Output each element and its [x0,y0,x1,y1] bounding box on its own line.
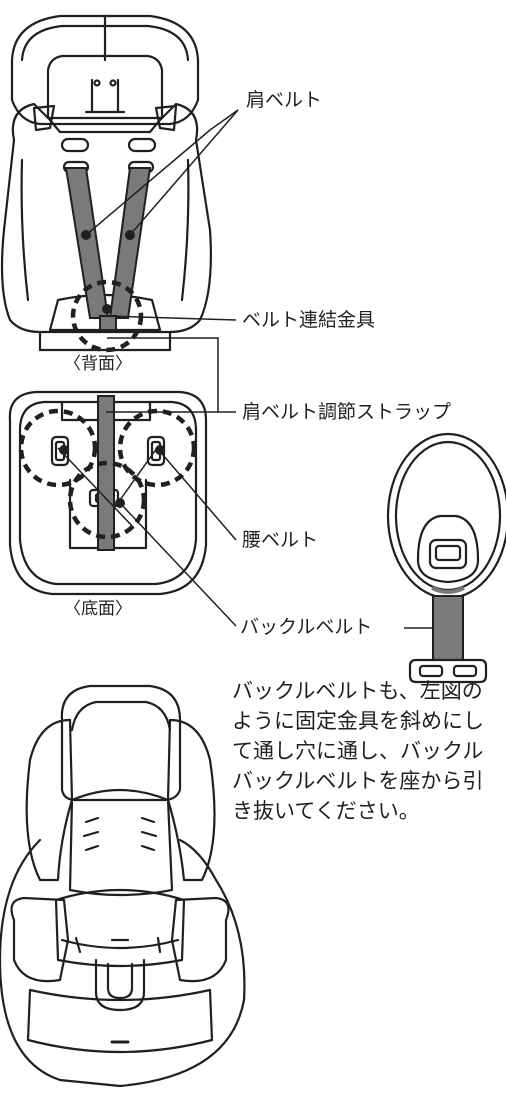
instruction-line: て通し穴に通し、バックル [232,739,484,763]
label-belt-connector: ベルト連結金具 [242,309,376,331]
instruction-line: バックルベルトを座から引 [232,769,484,793]
label-buckle-belt: バックルベルト [240,616,373,638]
label-lap-belt: 腰ベルト [242,529,319,551]
instruction-line: き抜いてください。 [232,799,420,823]
instruction-line: バックルベルトも、左図の [232,679,483,703]
instruction-line: ように固定金具を斜めにし [232,709,484,733]
buckle-detail [386,432,506,600]
bottom-highlight-circles [18,408,197,540]
leader-lines [57,109,432,629]
adjust-strap-bottom [97,395,115,551]
caption-bottom-view: 〈底面〉 [64,599,132,619]
instructions-text: バックルベルトも、左図の ように固定金具を斜めにし て通し穴に通し、バックル バ… [232,676,506,826]
label-shoulder-adjust-strap: 肩ベルト調節ストラップ [242,401,452,423]
buckle-belt-strap [432,595,464,663]
label-shoulder-belt: 肩ベルト [246,89,323,111]
connector-highlight-circle [70,279,144,353]
seat-front-view [0,684,246,1088]
seat-back-view [0,14,212,352]
buckle-anchor-plate [408,658,488,684]
caption-back-view: 〈背面〉 [64,354,132,374]
